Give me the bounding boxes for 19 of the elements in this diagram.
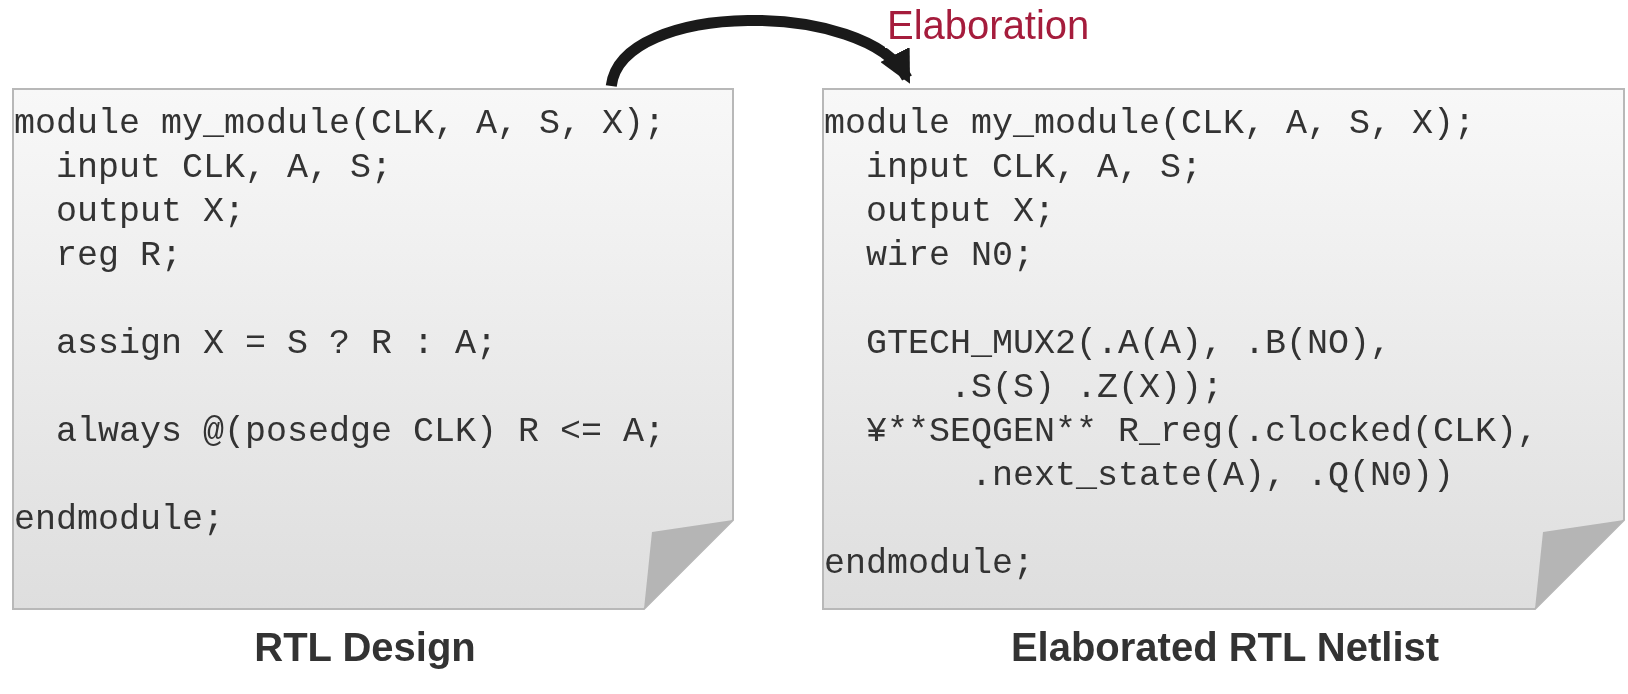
caption-text: Elaborated RTL Netlist bbox=[1010, 625, 1440, 670]
code-line: always @(posedge CLK) R <= A; bbox=[55, 411, 666, 454]
code-line: output X; bbox=[865, 191, 1056, 234]
code-line: wire N0; bbox=[865, 235, 1035, 278]
curved-arrow bbox=[606, 15, 912, 88]
code-line: input CLK, A, S; bbox=[865, 147, 1203, 190]
code-line: input CLK, A, S; bbox=[55, 147, 393, 190]
code-line: module my_module(CLK, A, S, X); bbox=[823, 103, 1476, 146]
code-line: reg R; bbox=[55, 235, 183, 278]
code-line: endmodule; bbox=[823, 543, 1035, 586]
code-line: output X; bbox=[55, 191, 246, 234]
document-card bbox=[12, 88, 734, 610]
code-line: ¥**SEQGEN** R_reg(.clocked(CLK), .next_state(A), .Q(N0)) bbox=[865, 411, 1539, 498]
code-line: assign X = S ? R : A; bbox=[55, 323, 498, 366]
document-card bbox=[822, 88, 1625, 610]
caption-text: RTL Design bbox=[254, 625, 476, 670]
code-line: GTECH_MUX2(.A(A), .B(NO), .S(S) .Z(X)); bbox=[865, 323, 1392, 410]
code-line: endmodule; bbox=[13, 499, 225, 542]
code-line: module my_module(CLK, A, S, X); bbox=[13, 103, 666, 146]
